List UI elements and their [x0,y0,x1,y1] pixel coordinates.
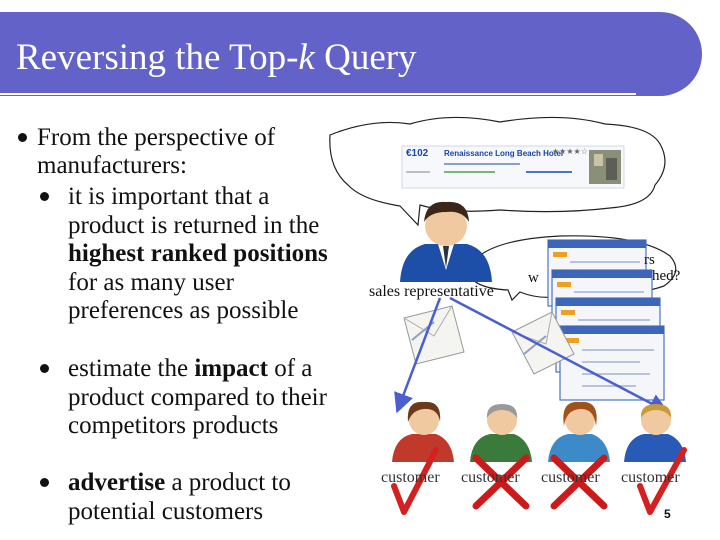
customer-figure-1 [392,401,454,462]
check-icon-1 [391,447,439,515]
customer-figure-3 [548,401,610,462]
customer-label-1: customer [381,469,440,486]
main-bullet-dot [18,133,27,142]
emphasis-text: impact [194,355,268,382]
thought-fragment-w: w [528,270,539,286]
sub-bullet-fragment: estimate the [68,355,195,382]
sub-bullet-text-1: it is important that a product is return… [68,183,330,326]
sub-bullet-fragment: it is important that a product is return… [68,183,320,239]
cross-icon-2 [472,454,530,510]
hotel-stars: ★★★★☆ [552,147,588,156]
sub-bullet-dot [40,478,49,487]
check-icon-4 [637,447,687,515]
title-bar [0,12,702,96]
emphasis-text: highest ranked positions [68,240,328,267]
customer-label-4: customer [621,469,680,486]
sub-bullet-text-2: estimate the impact of a product compare… [68,355,330,441]
thought-fragment-hed: hed? [652,268,681,284]
hotel-name: Renaissance Long Beach Hotel [444,149,564,158]
customer-label-2: customer [461,469,520,486]
thought-fragment-rs: rs [644,252,655,268]
page-number: 5 [664,507,671,521]
sub-bullet-dot [40,364,49,373]
arrow-to-customer-4 [449,296,669,413]
sub-bullet-fragment: for as many user preferences as possible [68,268,299,325]
sub-bullet-fragment: a product to potential customers [68,469,291,525]
sub-bullet-text-3: advertise a product to potential custome… [68,469,330,526]
slide-title: Reversing the Top-k Query [16,37,417,78]
sub-bullet-dot [40,192,49,201]
envelope-icon-right [511,311,575,375]
emphasis-text: advertise [68,469,166,496]
result-screenshots-stack [547,239,665,401]
sales-representative-label: sales representative [369,283,494,300]
customer-figure-4 [624,404,686,462]
cross-icon-3 [550,454,608,510]
hotel-price: €102 [406,148,429,159]
hotel-card [401,145,625,189]
customer-figure-2 [470,404,532,462]
sales-rep-figure [400,201,492,282]
sub-bullet-fragment: of a product compared to their competito… [68,355,327,439]
customer-label-3: customer [541,469,600,486]
title-underline [0,93,636,95]
arrow-to-customer-1 [394,297,442,414]
main-bullet-text: From the perspective of manufacturers: [37,124,276,179]
